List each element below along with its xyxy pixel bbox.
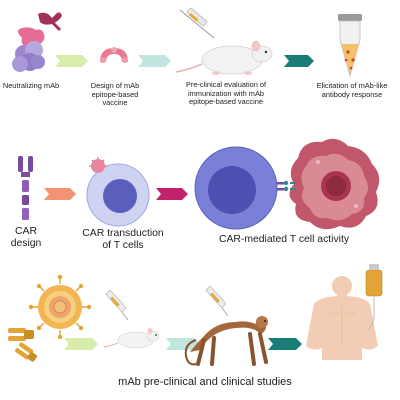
flow-arrow-6 [64,338,98,350]
car-receptor-icon [18,156,33,220]
label-preclinical-evaluation: Pre-clinical evaluation of immunization … [185,80,267,107]
antibodies-icon [8,328,37,362]
t-cell-transduction-icon [86,157,150,227]
syringe-icon [179,7,215,39]
label-neutralizing-mab: Neutralizing mAb [2,81,60,90]
iv-bag-icon [365,264,383,331]
epitope-vaccine-icon [100,47,128,63]
flow-arrow-3 [284,55,314,67]
syringe-icon-3 [205,286,229,317]
syringe-icon-2 [105,290,129,321]
label-car-transduction: CAR transduction of T cells [82,228,164,251]
virus-icon [28,274,92,340]
label-car-activity: CAR-mediated T cell activity [218,234,350,245]
label-car-design: CAR design [10,226,42,249]
car-t-cell-icon [194,146,289,230]
label-mab-studies: mAb pre-clinical and clinical studies [118,376,292,388]
neutralizing-mab-icon [12,12,62,72]
tumor-cell-icon [289,138,380,230]
monkey-icon [184,316,268,366]
human-patient-icon [306,276,378,360]
sample-tube-icon [338,14,362,78]
flow-arrow-4 [44,188,76,200]
flow-arrow-1 [55,55,88,67]
mouse-icon [175,40,273,75]
label-design-vaccine: Design of mAb epitope-based vaccine [90,81,140,108]
flow-arrow-5 [156,188,188,200]
mouse-icon-2 [103,328,160,349]
label-elicitation: Elicitation of mAb-like antibody respons… [316,81,388,99]
flow-arrow-2 [138,55,171,67]
flow-arrow-8 [268,338,302,350]
